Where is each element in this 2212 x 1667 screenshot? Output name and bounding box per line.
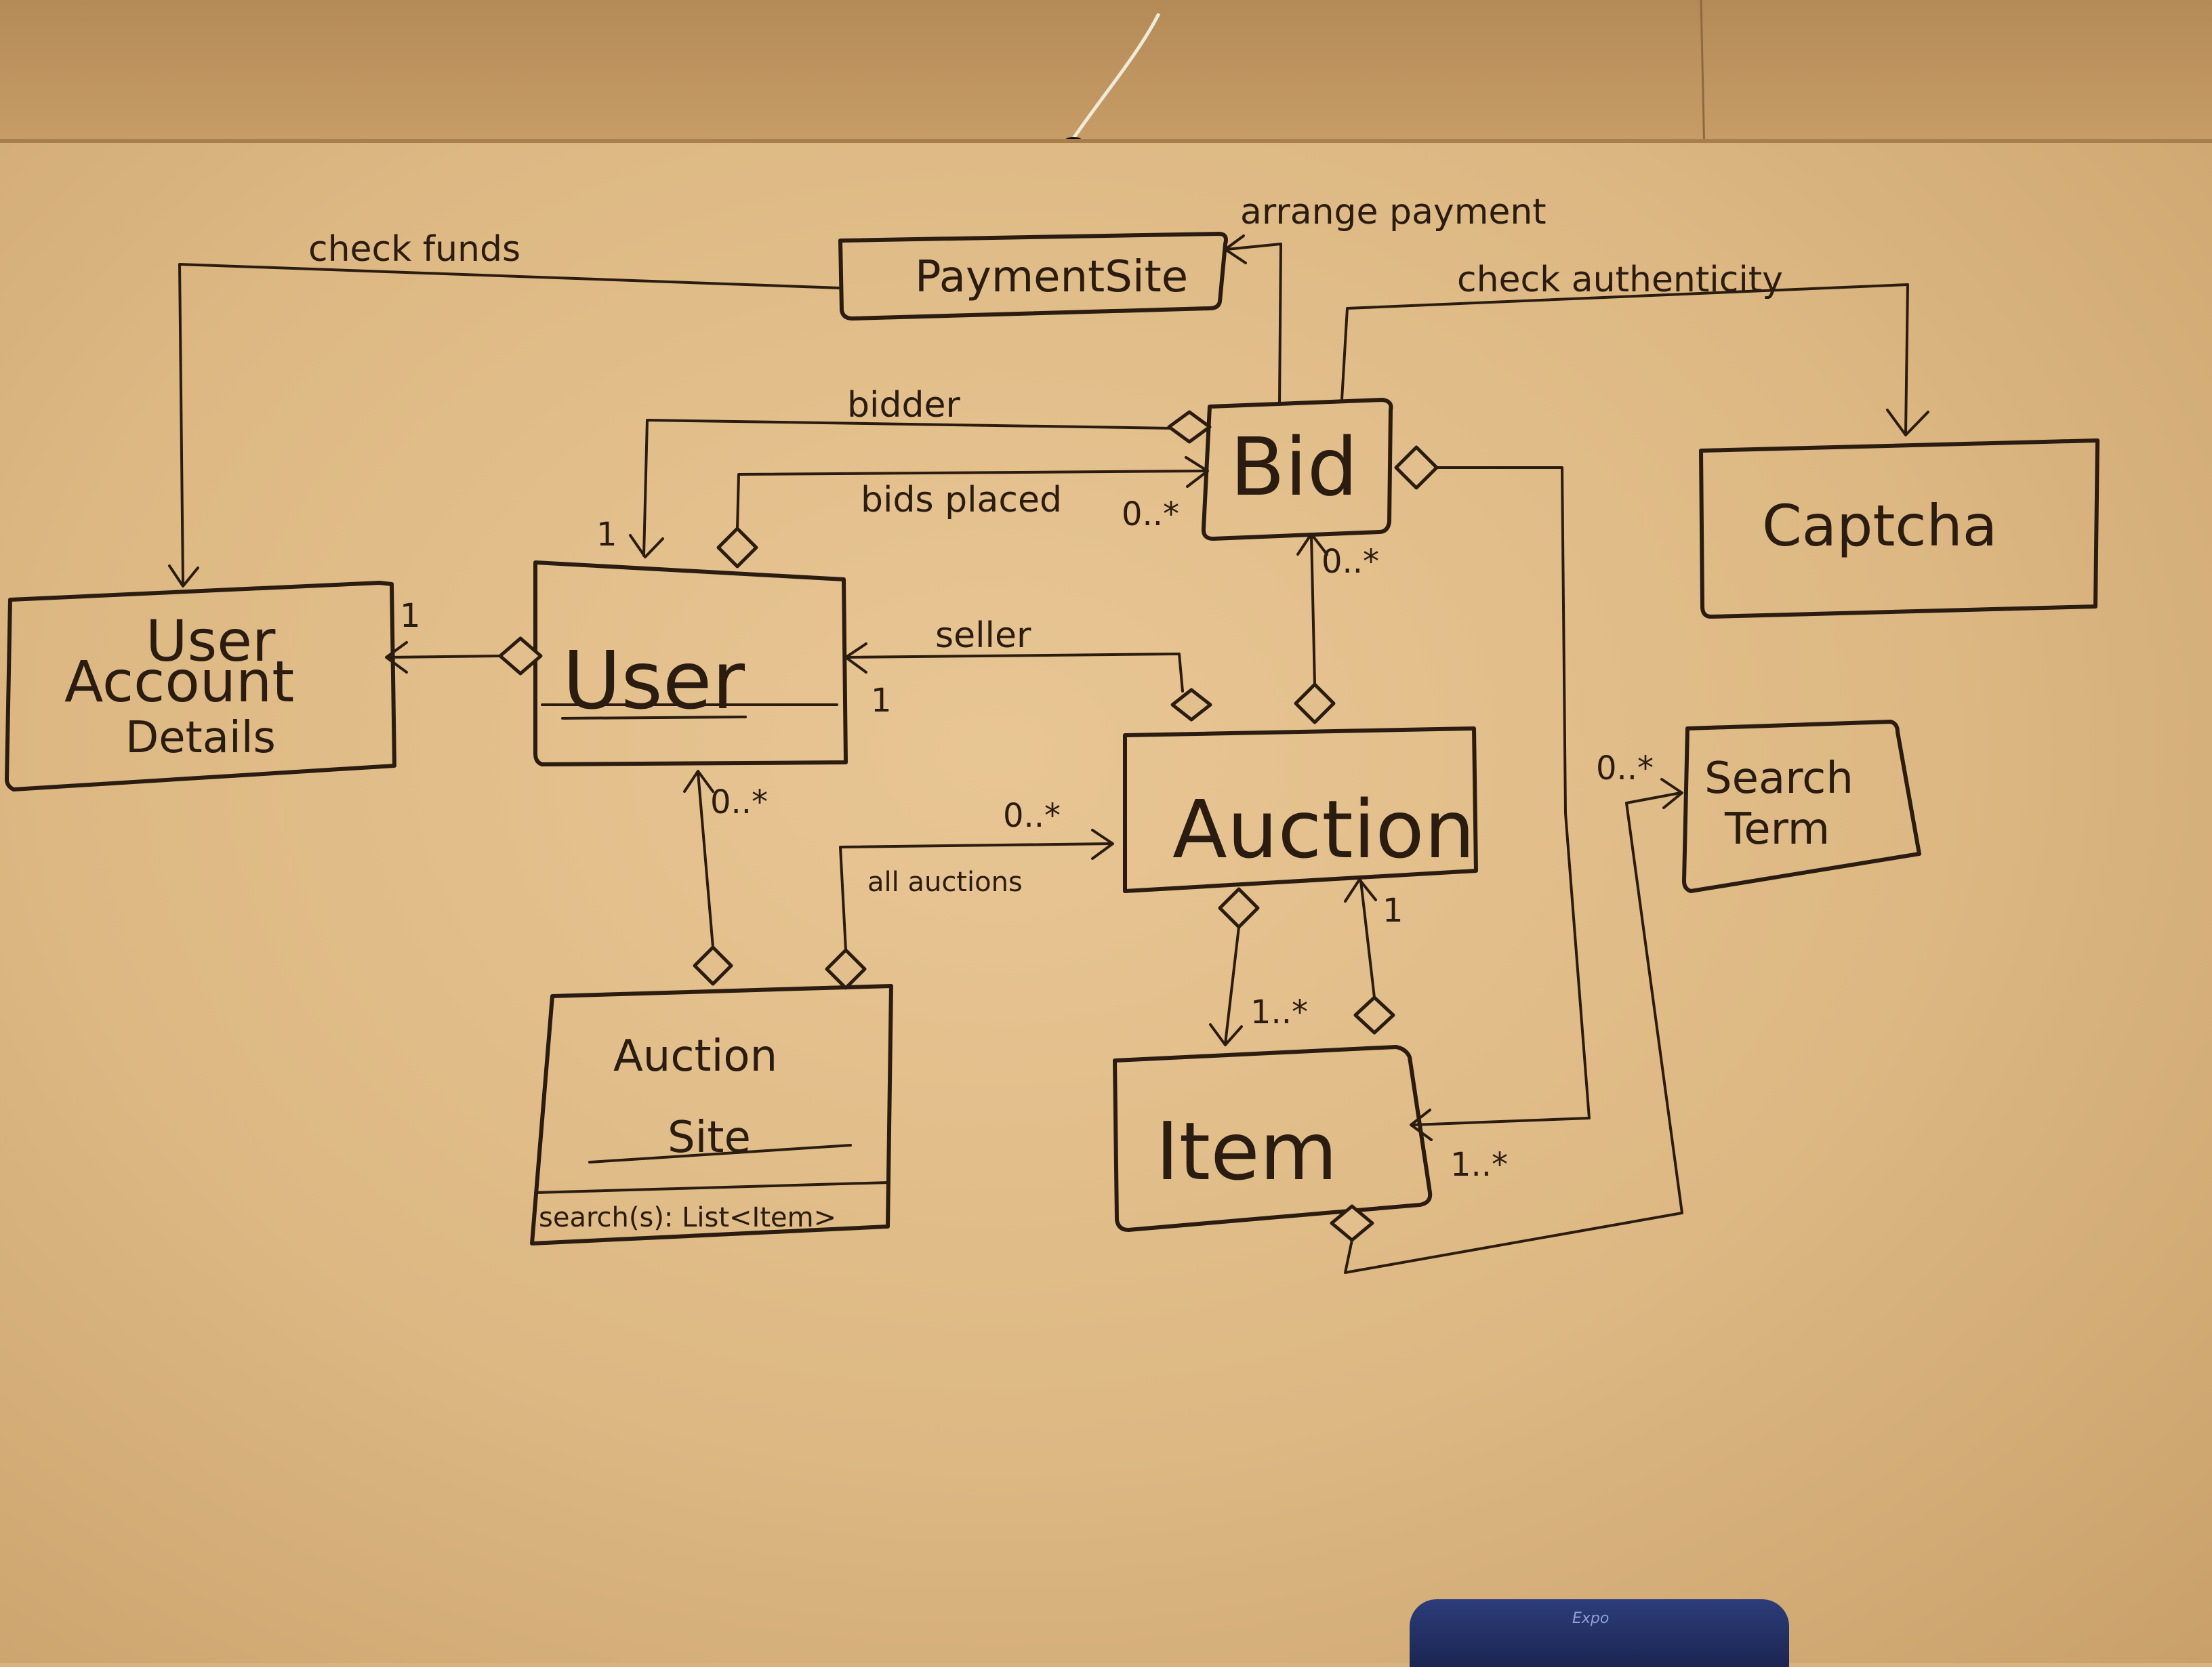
label-check-authenticity: check authenticity: [1457, 260, 1783, 300]
class-bid: Bid: [1201, 398, 1393, 541]
mult-account: 1: [400, 597, 421, 635]
mult-auction-item: 1: [1382, 892, 1404, 930]
class-name-bid: Bid: [1230, 420, 1358, 514]
assoc-auction-bid: 0..*: [1294, 533, 1379, 724]
class-search-term: Search Term: [1682, 720, 1921, 893]
mult-item-bid: 1..*: [1450, 1146, 1508, 1184]
mult-item-auction: 1..*: [1250, 993, 1308, 1031]
class-name-auction: Auction: [1172, 783, 1475, 876]
eraser-logo: Expo: [1572, 1610, 1610, 1627]
assoc-all-auctions: all auctions 0..*: [825, 797, 1114, 990]
label-bids-placed: bids placed: [861, 480, 1062, 520]
class-user: User: [533, 560, 848, 766]
label-bidder: bidder: [847, 385, 960, 426]
class-name-item: Item: [1155, 1105, 1338, 1198]
whiteboard-eraser: Expo: [1410, 1599, 1789, 1667]
assoc-check-authenticity: check authenticity: [1340, 260, 1929, 436]
method-search: search(s): List<Item>: [539, 1202, 836, 1233]
mult-user-seller: 1: [871, 682, 892, 720]
class-auction-site: Auction Site search(s): List<Item>: [530, 984, 893, 1246]
assoc-seller: seller 1: [844, 615, 1212, 722]
class-name-user-account-line2: Account: [64, 649, 294, 715]
class-user-account-details: User Account Details: [5, 581, 396, 791]
mult-search-term: 0..*: [1596, 749, 1654, 787]
assoc-item-search-term: 0..*: [1330, 749, 1683, 1274]
class-auction: Auction: [1123, 726, 1478, 893]
assoc-bidder: bidder 1: [596, 385, 1212, 558]
label-seller: seller: [935, 615, 1031, 656]
class-name-search-term-line1: Search: [1704, 754, 1853, 804]
mult-user-bidder: 1: [596, 516, 617, 554]
class-payment-site: PaymentSite: [838, 232, 1228, 321]
assoc-user-account: 1: [385, 597, 543, 676]
class-name-captcha: Captcha: [1762, 493, 1997, 559]
class-name-user-account-line3: Details: [125, 713, 276, 763]
mult-bid-bids-placed: 0..*: [1122, 495, 1179, 533]
mult-auction-site: 0..*: [1003, 797, 1061, 835]
mult-bid-auction: 0..*: [1322, 543, 1379, 581]
assoc-item-auction: 1: [1344, 878, 1404, 1035]
class-name-payment-site: PaymentSite: [915, 252, 1188, 302]
assoc-bids-placed: bids placed 0..*: [716, 456, 1209, 569]
class-name-auction-site-line1: Auction: [613, 1031, 777, 1082]
mult-user-site: 0..*: [710, 783, 768, 821]
label-arrange-payment: arrange payment: [1240, 192, 1547, 232]
assoc-site-user: 0..*: [683, 770, 768, 986]
assoc-arrange-payment: arrange payment: [1224, 192, 1547, 405]
label-check-funds: check funds: [308, 229, 520, 270]
assoc-auction-items: 1..*: [1209, 887, 1308, 1046]
class-name-search-term-line2: Term: [1724, 804, 1830, 855]
wall: [0, 0, 2212, 156]
label-all-auctions: all auctions: [867, 867, 1023, 898]
assoc-bid-item: 1..*: [1394, 445, 1591, 1184]
class-captcha: Captcha: [1699, 438, 2100, 619]
class-name-user: User: [562, 634, 745, 727]
class-name-user-account-line1: User: [146, 608, 276, 674]
whiteboard: [0, 139, 2212, 1663]
class-item: Item: [1113, 1045, 1433, 1232]
assoc-check-funds: check funds: [168, 229, 842, 588]
